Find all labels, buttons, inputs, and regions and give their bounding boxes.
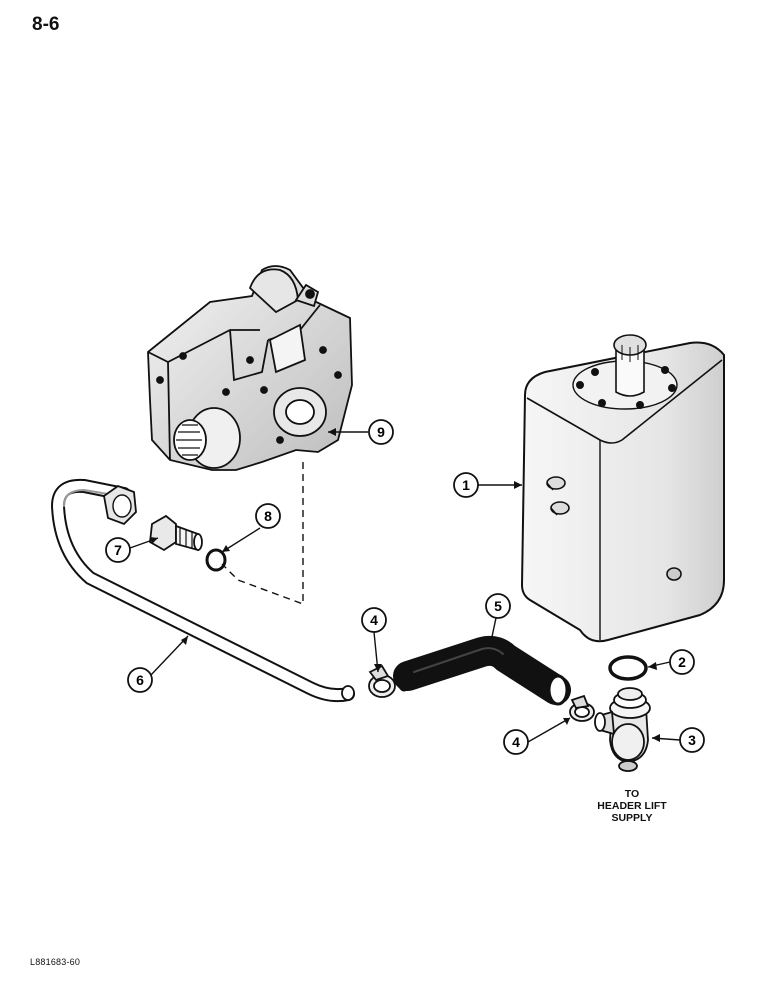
o-ring-2: [608, 655, 648, 681]
callout-3: 3: [679, 727, 705, 753]
destination-line-3: SUPPLY: [611, 812, 653, 824]
callout-number: 3: [688, 732, 696, 748]
callout-number: 8: [264, 508, 272, 524]
assembly-line: [221, 462, 304, 606]
callout-2: 2: [669, 649, 695, 675]
hydraulic-pump: [147, 265, 353, 471]
connector-fitting: [149, 514, 203, 552]
callout-number: 5: [494, 598, 502, 614]
hose-5: [393, 635, 571, 706]
callout-5: 5: [485, 593, 511, 619]
callout-8: 8: [255, 503, 281, 529]
leader-arrowheads: [150, 428, 660, 742]
callout-number: 1: [462, 477, 470, 493]
callout-number: 7: [114, 542, 122, 558]
reservoir-tank: [520, 334, 725, 643]
destination-line-2: HEADER LIFT: [597, 800, 667, 812]
o-ring-8: [205, 548, 227, 572]
callout-7: 7: [105, 537, 131, 563]
callout-number: 4: [512, 734, 520, 750]
elbow-fitting: [594, 687, 651, 772]
callout-1: 1: [453, 472, 479, 498]
hose-clamp-right: [569, 694, 595, 722]
page-number: 8-6: [32, 14, 60, 35]
destination-line-1: TO: [624, 788, 640, 800]
callout-number: 6: [136, 672, 144, 688]
tube-6: [50, 478, 355, 703]
destination-label: TO HEADER LIFT SUPPLY: [572, 788, 692, 824]
hose-clamp-left: [368, 664, 396, 698]
callout-4-right: 4: [503, 729, 529, 755]
callout-4-left: 4: [361, 607, 387, 633]
callout-9: 9: [368, 419, 394, 445]
callout-number: 4: [370, 612, 378, 628]
callout-number: 9: [377, 424, 385, 440]
callout-6: 6: [127, 667, 153, 693]
callout-number: 2: [678, 654, 686, 670]
document-code: L881683-60: [30, 957, 81, 967]
